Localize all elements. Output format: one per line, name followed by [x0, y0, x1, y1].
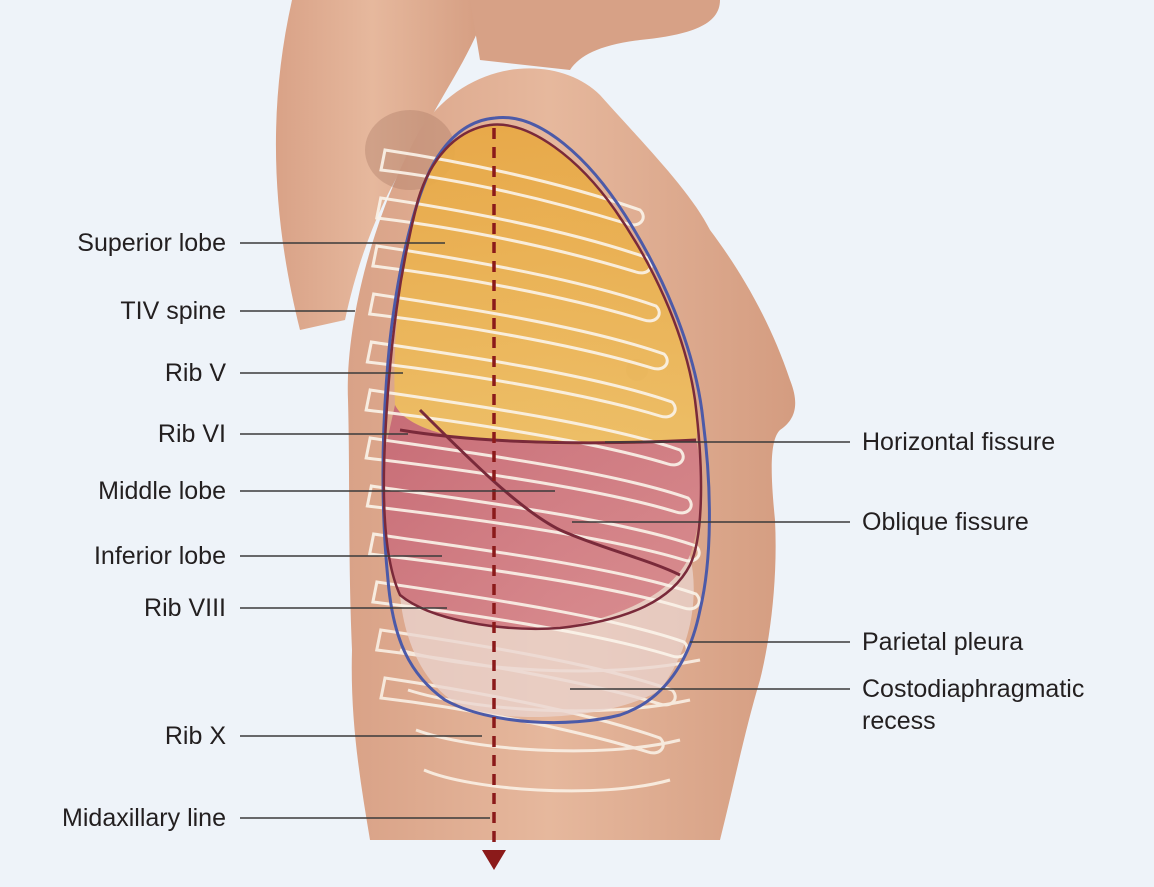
label-costodiaphragmatic-recess-line1: Costodiaphragmatic: [862, 674, 1084, 704]
label-costodiaphragmatic-recess-line2: recess: [862, 706, 936, 736]
label-middle-lobe: Middle lobe: [98, 476, 226, 506]
label-parietal-pleura: Parietal pleura: [862, 627, 1023, 657]
label-inferior-lobe: Inferior lobe: [94, 541, 226, 571]
label-horizontal-fissure: Horizontal fissure: [862, 427, 1055, 457]
label-oblique-fissure: Oblique fissure: [862, 507, 1029, 537]
label-midaxillary-line: Midaxillary line: [62, 803, 226, 833]
label-rib-v: Rib V: [165, 358, 226, 388]
label-superior-lobe: Superior lobe: [77, 228, 226, 258]
neck-shape: [470, 0, 720, 70]
midaxillary-arrowhead: [482, 850, 506, 870]
label-rib-x: Rib X: [165, 721, 226, 751]
label-rib-viii: Rib VIII: [144, 593, 226, 623]
label-tiv-spine: TIV spine: [120, 296, 226, 326]
label-rib-vi: Rib VI: [158, 419, 226, 449]
